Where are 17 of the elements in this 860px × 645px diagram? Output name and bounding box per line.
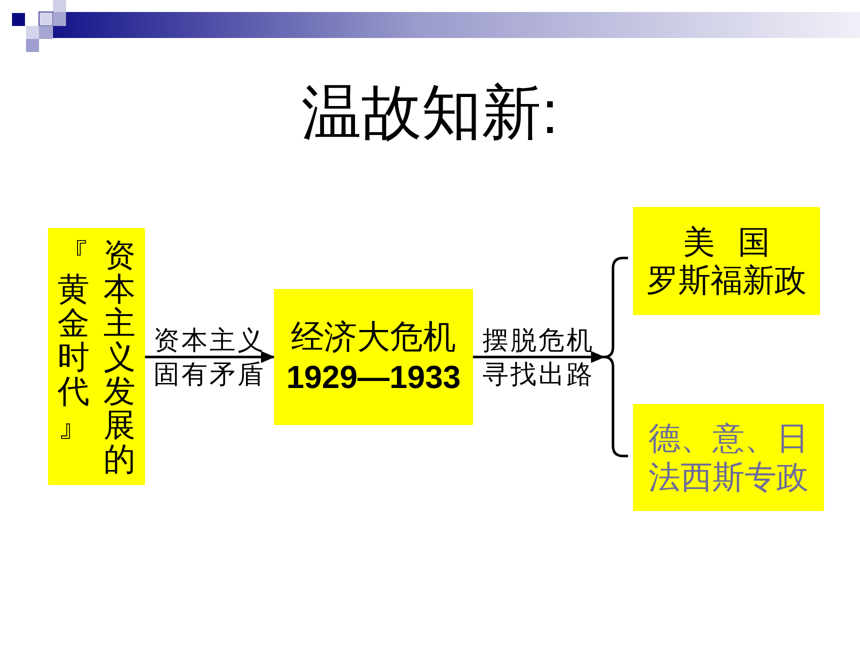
box-text: 罗斯福新政 xyxy=(646,261,806,299)
edge-label: 摆脱危机寻找出路 xyxy=(482,324,596,391)
arrow xyxy=(145,351,275,363)
box-heading: 经济大危机 xyxy=(291,317,456,357)
highlight-box xyxy=(274,289,473,425)
highlight-box xyxy=(48,228,145,485)
highlight-box xyxy=(633,207,820,315)
box-heading: 德、意、日 xyxy=(648,418,808,458)
box-text: 法西斯专政 xyxy=(648,458,808,496)
box-heading: 美 国 xyxy=(683,223,770,261)
box-text: 1929—1933 xyxy=(286,358,461,397)
curly-brace xyxy=(604,255,628,459)
vertical-text: 资本主义发展的『黄金时代』 xyxy=(56,238,136,476)
edge-label: 资本主义固有矛盾 xyxy=(152,324,266,391)
arrow xyxy=(473,351,605,363)
title: 温故知新: xyxy=(300,78,560,148)
highlight-box xyxy=(633,404,824,511)
